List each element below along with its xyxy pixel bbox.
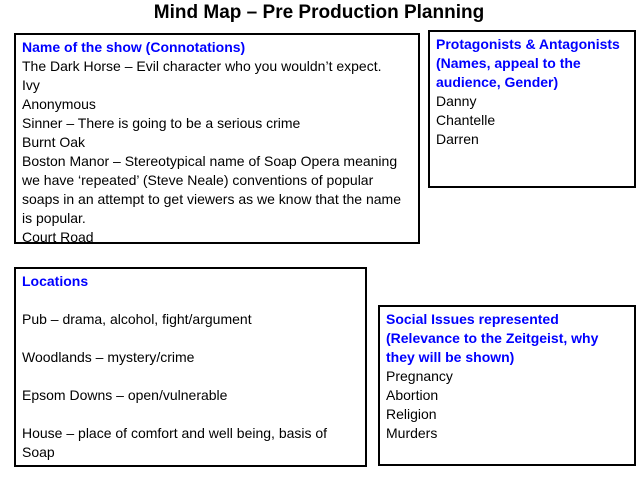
social-issue-item: Religion (386, 406, 437, 422)
show-name-line: Ivy (22, 77, 40, 93)
show-name-line: Sinner – There is going to be a serious … (22, 115, 301, 131)
social-issue-item: Pregnancy (386, 368, 453, 384)
show-name-line: Boston Manor – Stereotypical name of Soa… (22, 153, 401, 226)
box-social-issues-header: Social Issues represented (Relevance to … (386, 311, 599, 365)
box-protagonists-antagonists: Protagonists & Antagonists (Names, appea… (428, 30, 636, 188)
social-issue-item: Murders (386, 425, 438, 441)
box-locations-header: Locations (22, 273, 89, 289)
box-locations: Locations Pub – drama, alcohol, fight/ar… (14, 267, 367, 467)
protagonist-name: Chantelle (436, 112, 496, 128)
location-item: House – place of comfort and well being,… (22, 425, 328, 460)
show-name-line: The Dark Horse – Evil character who you … (22, 58, 382, 74)
location-item: Epsom Downs – open/vulnerable (22, 387, 228, 403)
box-show-name-header: Name of the show (Connotations) (22, 39, 246, 55)
location-item: Woodlands – mystery/crime (22, 349, 195, 365)
show-name-line: Burnt Oak (22, 134, 86, 150)
show-name-line: Court Road (22, 229, 94, 244)
location-item: Pub – drama, alcohol, fight/argument (22, 311, 252, 327)
show-name-line: Anonymous (22, 96, 96, 112)
social-issue-item: Abortion (386, 387, 439, 403)
box-show-name: Name of the show (Connotations) The Dark… (14, 33, 420, 244)
box-social-issues: Social Issues represented (Relevance to … (378, 305, 636, 466)
protagonist-name: Darren (436, 131, 479, 147)
page-title: Mind Map – Pre Production Planning (153, 2, 485, 23)
protagonist-name: Danny (436, 93, 477, 109)
box-protagonists-header: Protagonists & Antagonists (Names, appea… (436, 36, 620, 90)
